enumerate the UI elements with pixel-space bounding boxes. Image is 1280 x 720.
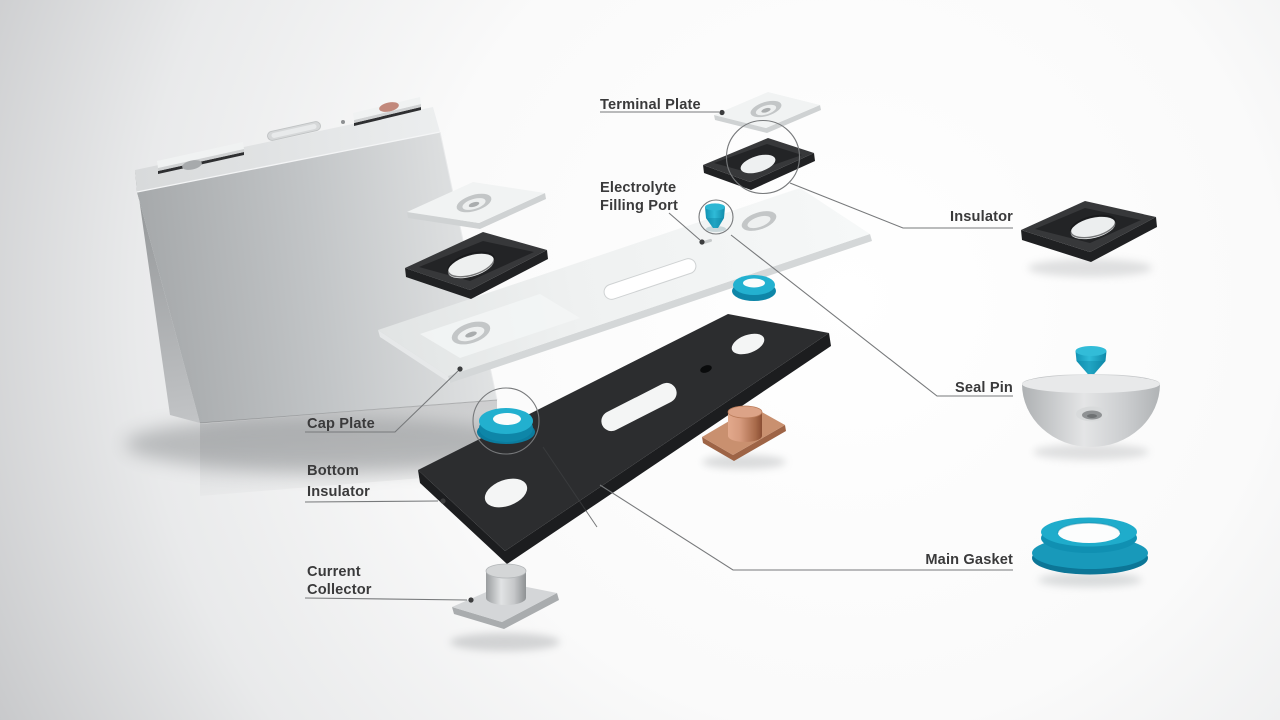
label-electrolyte-line1: Electrolyte — [600, 180, 677, 196]
leader-cap-plate — [305, 370, 459, 433]
current-collector-silver — [450, 563, 560, 651]
annotation-circle-main-gasket — [472, 387, 540, 455]
leader-bottom-insulator — [304, 500, 439, 503]
leader-dots — [440, 109, 725, 603]
cell-vent-slot — [267, 121, 321, 141]
label-electrolyte-line2: Filling Port — [600, 198, 679, 214]
insulator-top — [703, 138, 815, 190]
cell-terminal-positive — [353, 97, 421, 126]
cell-terminal-negative — [157, 142, 244, 174]
leader-main-gasket — [599, 484, 1013, 571]
cell-top-pinhole — [341, 120, 345, 124]
current-collector-copper — [702, 405, 786, 469]
terminal-plate-top — [714, 92, 821, 133]
label-current-collector: Current Collector — [307, 563, 372, 599]
label-bottom-insulator-line1: Bottom — [307, 463, 359, 479]
label-main-gasket: Main Gasket — [925, 552, 1013, 568]
main-gasket-callout — [1032, 517, 1148, 587]
leader-lines — [304, 111, 1013, 601]
label-bottom-insulator: Bottom Insulator — [307, 461, 370, 503]
fill-port-mark — [703, 238, 712, 244]
label-bottom-insulator-line2: Insulator — [307, 484, 370, 500]
label-current-collector-line2: Collector — [307, 582, 372, 598]
annotation-circle-seal-pin — [698, 199, 734, 235]
terminal-plate-left — [407, 182, 546, 229]
gasket-small-floating — [732, 275, 776, 301]
label-insulator: Insulator — [950, 209, 1013, 225]
leader-electrolyte — [668, 212, 701, 241]
label-cap-plate: Cap Plate — [307, 416, 375, 432]
cap-plate-part — [378, 188, 872, 383]
seal-pin-callout — [1022, 346, 1160, 460]
main-gasket-small — [477, 408, 535, 444]
annotations — [472, 119, 801, 455]
leader-seal-pin — [730, 234, 1013, 397]
label-terminal-plate: Terminal Plate — [600, 97, 701, 113]
bottom-insulator-part — [418, 314, 831, 564]
insulator-left — [405, 232, 548, 299]
label-current-collector-line1: Current — [307, 564, 361, 580]
annotation-circle-insulator — [725, 119, 801, 195]
label-seal-pin: Seal Pin — [955, 380, 1013, 396]
label-electrolyte-filling-port: Electrolyte Filling Port — [600, 179, 678, 215]
leader-current-collector — [304, 597, 468, 601]
leader-insulator — [789, 182, 1013, 229]
seal-pin-small — [705, 203, 726, 232]
insulator-callout — [1021, 201, 1157, 277]
